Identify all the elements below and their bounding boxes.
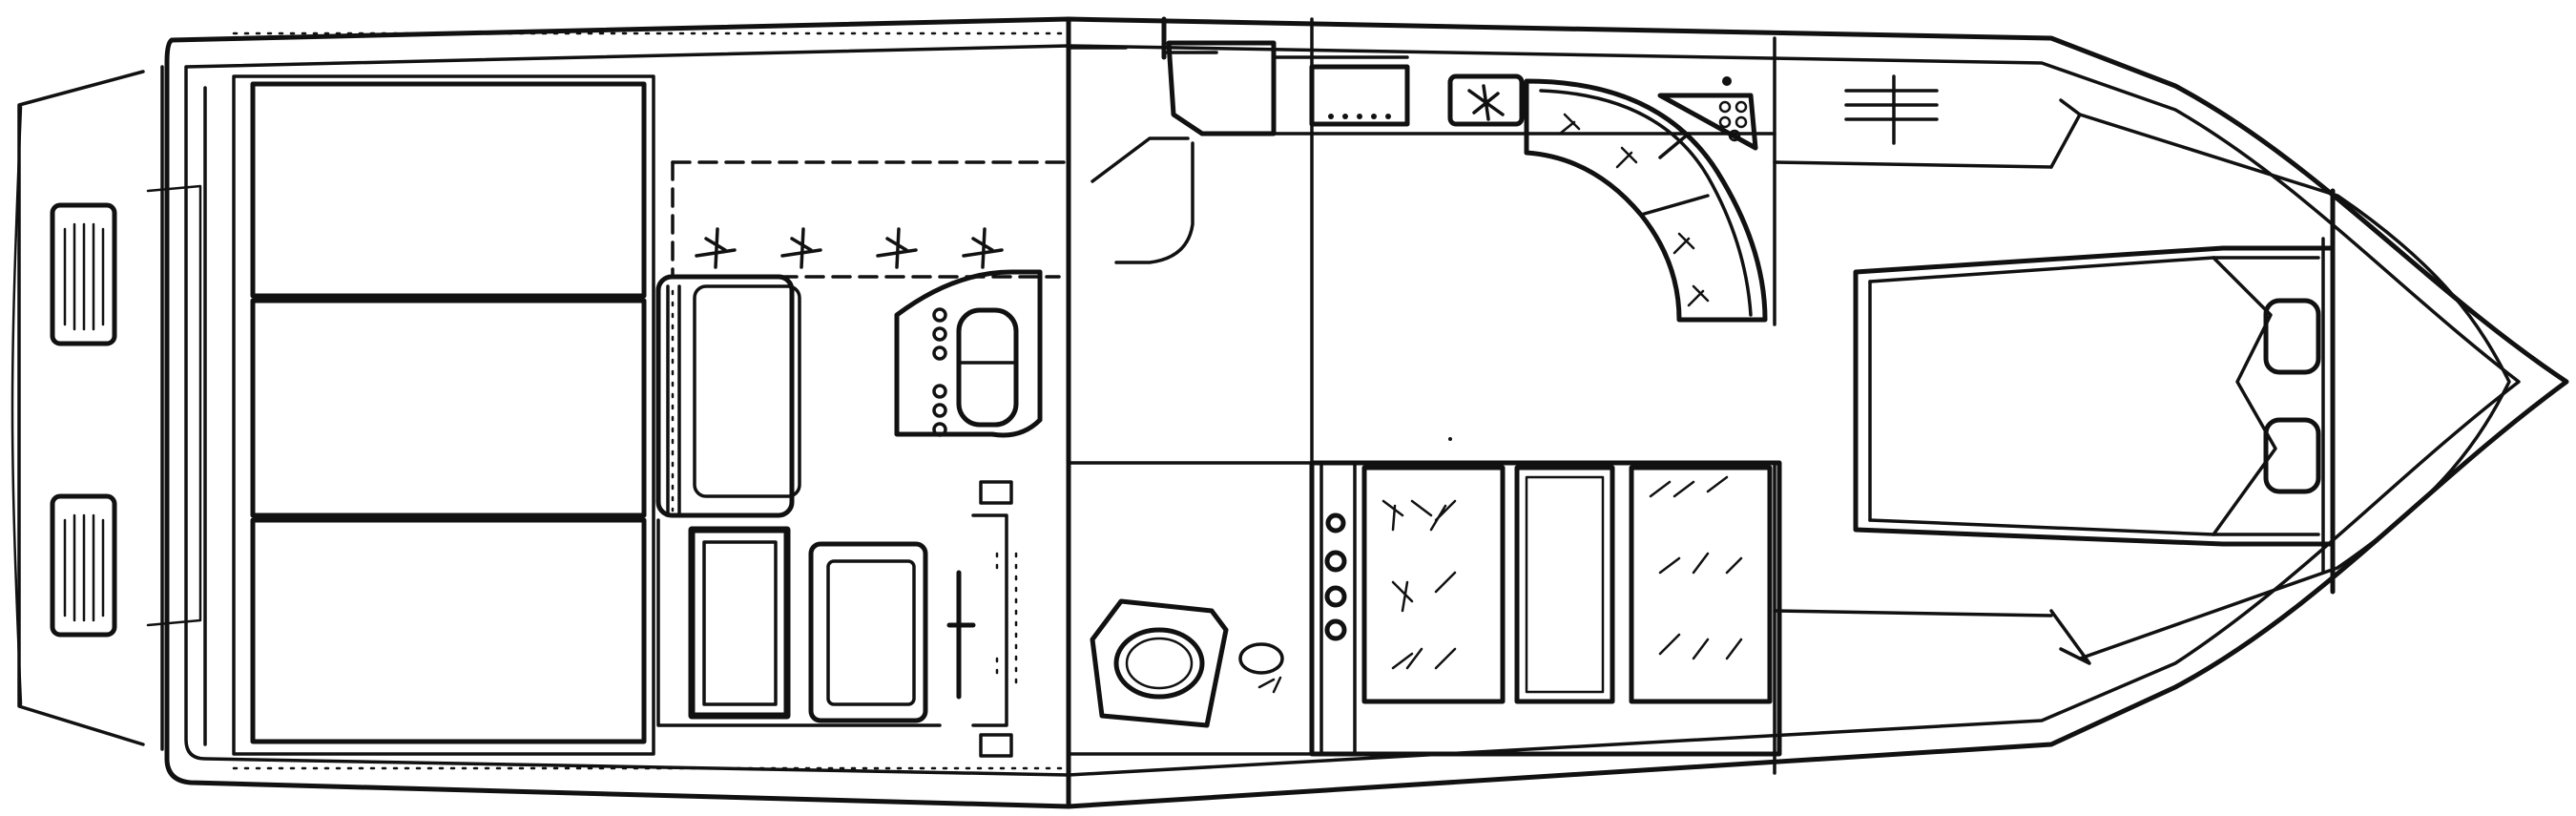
companion-seat bbox=[688, 526, 928, 723]
cockpit-cushion-middle bbox=[250, 298, 647, 518]
platform-vent-upper bbox=[50, 202, 117, 346]
swim-platform bbox=[10, 65, 164, 751]
head bbox=[1067, 598, 1314, 756]
cockpit-cushion-upper bbox=[250, 81, 647, 299]
dinette-seat-aft bbox=[1361, 465, 1506, 704]
helm-seat bbox=[655, 274, 801, 518]
galley bbox=[1166, 36, 1776, 326]
dinette-table bbox=[1514, 465, 1615, 704]
galley-stove bbox=[1309, 64, 1410, 127]
dinette-seat-fwd bbox=[1629, 465, 1773, 704]
forward-vberth bbox=[1773, 98, 2336, 665]
galley-counter-end bbox=[1657, 76, 1758, 151]
dinette bbox=[1309, 460, 1782, 775]
vberth-pillow-lower bbox=[2263, 417, 2321, 494]
vberth-pillow-upper bbox=[2263, 298, 2321, 375]
companionway-steps bbox=[946, 480, 1018, 758]
head-toilet bbox=[1090, 598, 1229, 728]
cockpit-seating bbox=[232, 31, 1070, 770]
dinette-curved-settee bbox=[1524, 78, 1768, 323]
cockpit-cushion-lower bbox=[250, 517, 647, 744]
helm-console bbox=[894, 269, 1043, 438]
hull-outline bbox=[146, 16, 2569, 809]
hatch-fasteners bbox=[695, 227, 1004, 269]
galley-sink bbox=[1447, 73, 1525, 127]
dinette-controls bbox=[1324, 513, 1347, 641]
helm bbox=[655, 269, 1043, 758]
reference-dot bbox=[1448, 437, 1452, 441]
engine-hatch bbox=[671, 160, 1066, 279]
platform-vent-lower bbox=[50, 493, 117, 638]
head-sink bbox=[1238, 642, 1284, 694]
